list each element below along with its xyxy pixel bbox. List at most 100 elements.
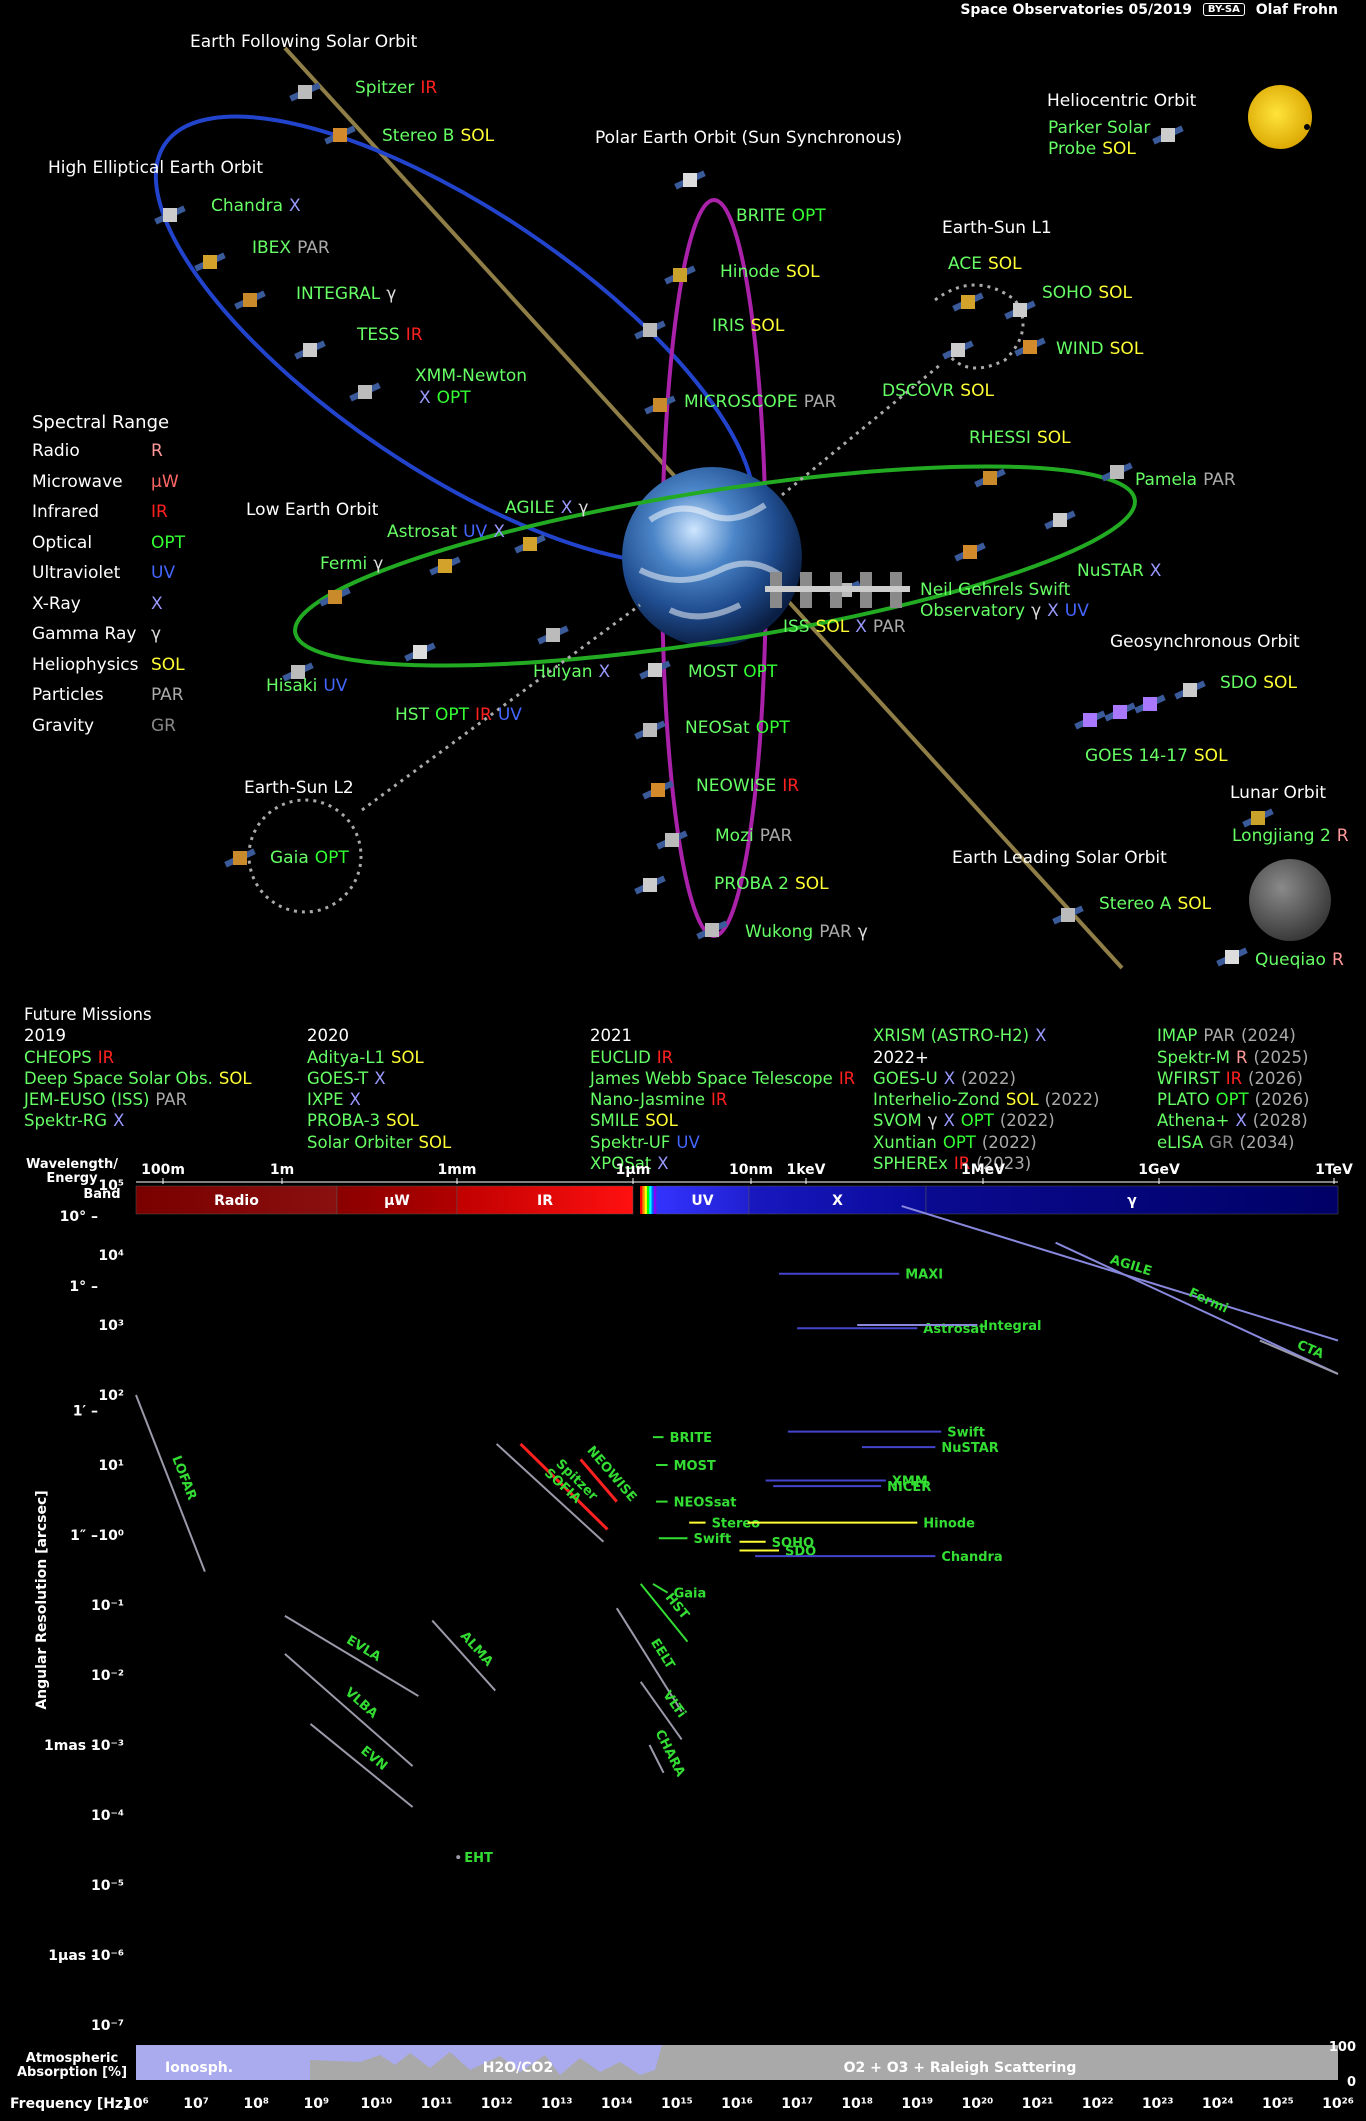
- mission-name: DSCOVR: [882, 381, 955, 401]
- visible-spectrum-strip: [651, 1186, 654, 1214]
- band-label: μW: [384, 1193, 410, 1209]
- mission-name: NEOWISE: [696, 776, 777, 796]
- future-mission-deep-space-solar-obs[interactable]: Deep Space Solar Obs.SOL: [24, 1068, 252, 1089]
- future-heading: 2022+: [873, 1047, 1099, 1068]
- sun: [1248, 85, 1312, 149]
- mission-name: MICROSCOPE: [684, 392, 798, 412]
- instrument-spitzer-mark: [519, 1442, 609, 1531]
- future-name: Spektr-M: [1157, 1047, 1231, 1067]
- mission-label-neil-gehrels-swift[interactable]: Neil Gehrels Swift: [920, 580, 1070, 600]
- freq-tick: 10²⁴: [1202, 2096, 1234, 2112]
- spectral-tag: IR: [1225, 1068, 1243, 1088]
- poster-header: Space Observatories 05/2019 BY-SA Olaf F…: [960, 2, 1338, 18]
- y-tick: 10⁻⁶: [91, 1948, 124, 1964]
- future-mission-athena[interactable]: Athena+X(2028): [1157, 1110, 1310, 1131]
- legend-title: Spectral Range: [32, 412, 170, 433]
- instrument-vlti-label: VLTi: [659, 1688, 688, 1721]
- spectral-tag: IR: [475, 705, 492, 725]
- spectral-tag: SOL: [960, 381, 994, 401]
- spectral-tag: X: [943, 1068, 956, 1088]
- mission-name: Probe: [1048, 139, 1097, 159]
- instrument-evla-label: EVLA: [344, 1633, 384, 1665]
- future-mission-jem-euso-iss[interactable]: JEM-EUSO (ISS)PAR: [24, 1089, 252, 1110]
- satellite-icon: [1152, 125, 1184, 145]
- spectral-tag: (2023): [976, 1154, 1032, 1174]
- mission-label-parker-solar[interactable]: Parker Solar: [1048, 118, 1150, 138]
- ionosphere-region: [136, 2045, 310, 2080]
- atm-region: O2 + O3 + Raleigh Scattering: [844, 2060, 1077, 2076]
- mission-label-xmm-newton[interactable]: XMM-Newton: [415, 366, 527, 386]
- future-mission-xrism-astro-h2[interactable]: XRISM (ASTRO-H2)X: [873, 1025, 1099, 1046]
- spectral-tag: PAR: [759, 826, 793, 846]
- spectral-tag: SOL: [418, 1132, 452, 1152]
- instrument-xmm-label: XMM: [892, 1475, 928, 1490]
- satellite-icon: [537, 625, 569, 645]
- band-ir: [456, 1185, 634, 1215]
- spectral-tag: γ: [386, 284, 397, 304]
